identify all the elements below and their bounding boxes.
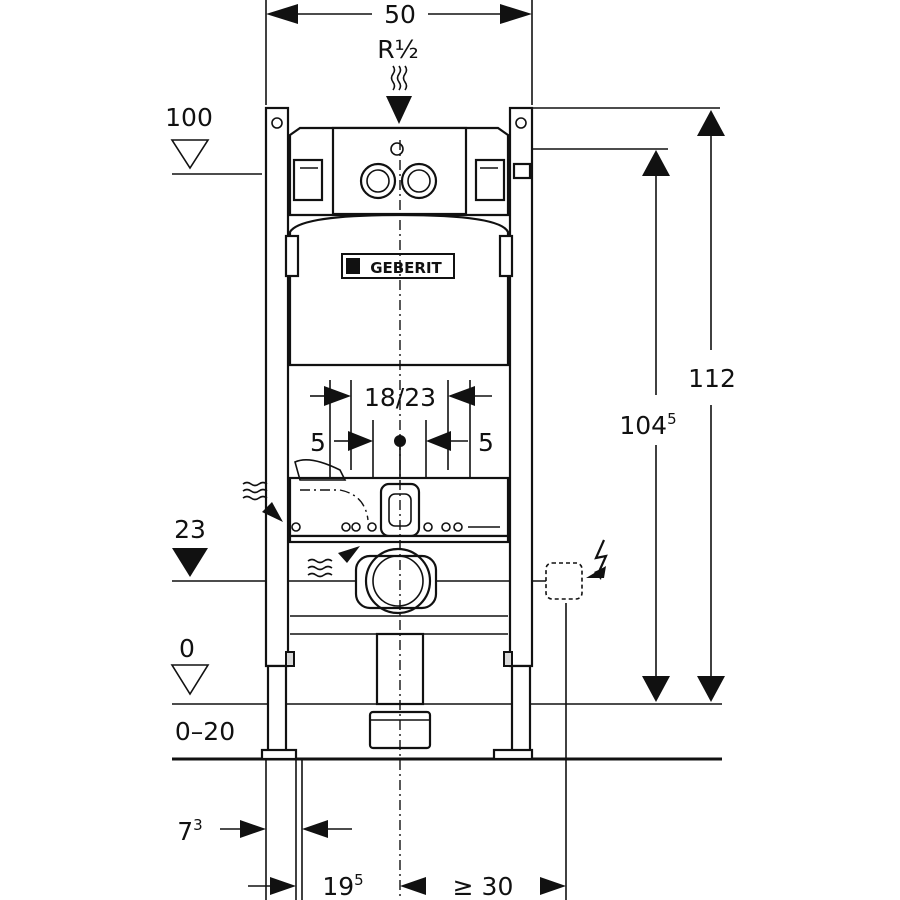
dim-offsets: 5 5 [310, 428, 494, 490]
flush-button-large [359, 162, 397, 200]
dim-side-clearance: ≥ 30 [453, 872, 566, 900]
wavy-water-icon [307, 558, 333, 578]
level-top: 100 [165, 103, 262, 175]
level-floor: 0 0–20 [170, 634, 722, 761]
geberit-logo: GEBERIT [341, 253, 455, 279]
side-clearance-label: ≥ 30 [453, 872, 514, 900]
level-top-label: 100 [165, 103, 213, 132]
inlet-point [390, 142, 404, 156]
wavy-water-icon [390, 65, 408, 91]
water-inlet-label: R½ [377, 35, 419, 64]
level-floor-triangle [170, 664, 210, 696]
frame-left-leg [260, 106, 298, 761]
flush-height-label: 1045 [619, 410, 676, 440]
level-mid-triangle [172, 548, 208, 577]
dim-center-offset: 195 [248, 760, 426, 900]
cistern-body: GEBERIT [284, 213, 514, 367]
level-floor-label: 0 [179, 634, 195, 663]
drain-pipe [290, 547, 508, 750]
dim-leg-offset: 73 [177, 760, 352, 900]
frame-right-leg [492, 106, 534, 761]
electrical-box-top [512, 162, 532, 180]
water-drain [307, 546, 360, 578]
level-mid-label: 23 [174, 515, 206, 544]
overall-height-label: 112 [688, 364, 736, 393]
level-top-triangle [170, 139, 210, 170]
offset-right-label: 5 [478, 428, 494, 457]
water-inlet-arrow [386, 96, 412, 124]
frame-width-label: 50 [384, 0, 416, 29]
level-range-label: 0–20 [175, 717, 235, 746]
water-inlet: R½ [377, 35, 419, 124]
center-offset-label: 195 [322, 871, 363, 900]
lower-frame [288, 459, 510, 544]
offset-left-label: 5 [310, 428, 326, 457]
logo-text: GEBERIT [370, 259, 442, 277]
flush-button-small [400, 162, 438, 200]
dim-frame-width: 50 [265, 0, 533, 105]
wavy-water-icon [242, 481, 268, 501]
electrical-socket [545, 539, 608, 900]
water-left [242, 481, 283, 522]
dim-overall-height: 112 [532, 107, 736, 702]
leg-offset-label: 73 [177, 816, 202, 846]
